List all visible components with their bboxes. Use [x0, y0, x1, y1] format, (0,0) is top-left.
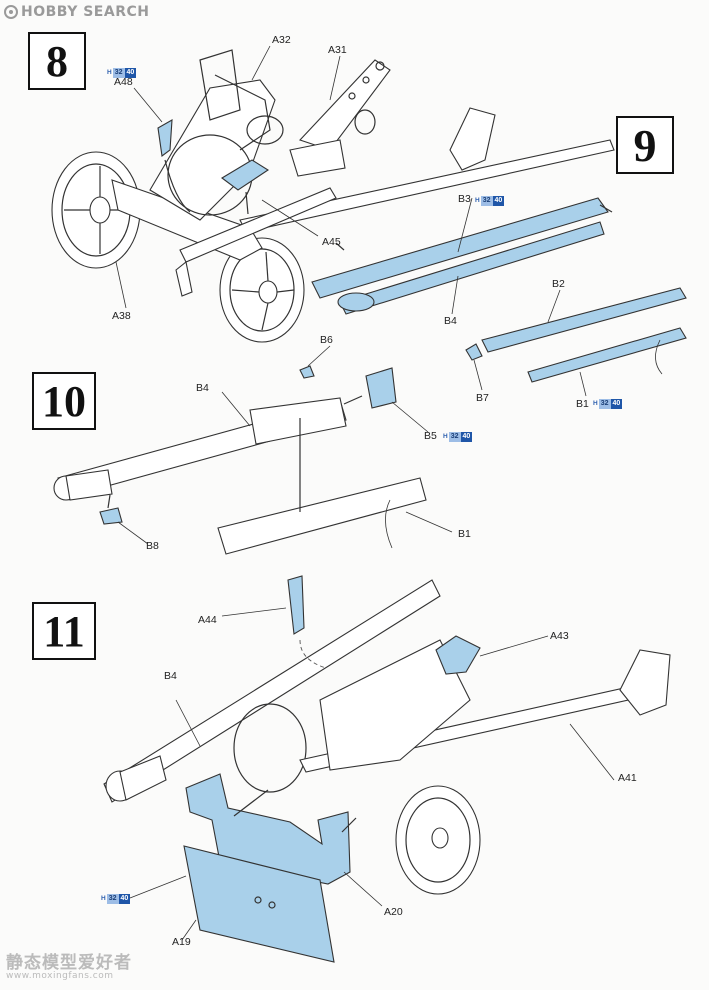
brand-text: HOBBY SEARCH [21, 4, 150, 20]
wheel-left-step8 [51, 151, 141, 269]
label-b2: B2 [552, 278, 565, 290]
step-9-drawing [311, 197, 687, 383]
label-a32: A32 [272, 34, 291, 46]
part-a43 [435, 635, 481, 675]
part-a45 [221, 159, 270, 191]
paint-ref-a48: H 32 40 [107, 67, 137, 78]
label-a19: A19 [172, 936, 191, 948]
part-b6 [299, 365, 315, 379]
step-number-10: 10 [32, 372, 96, 430]
watermark-text: 静态模型爱好者 [6, 953, 132, 973]
label-b4-step11: B4 [164, 670, 177, 682]
paint-ref-b3: H 32 40 [475, 195, 505, 206]
part-b4-step9 [339, 221, 605, 315]
cradle-b1-step10 [217, 477, 427, 555]
part-b1-step9 [527, 327, 687, 383]
wheel-right-step8 [219, 237, 305, 343]
step-11-drawing [103, 575, 671, 963]
watermark-url: www.moxingfans.com [6, 971, 114, 981]
step-number-11: 11 [32, 602, 96, 660]
part-b3 [311, 197, 609, 299]
watermark: 静态模型爱好者 www.moxingfans.com [6, 948, 206, 981]
label-a48: A48 [114, 76, 133, 88]
label-b1-step9: B1 [576, 398, 589, 410]
part-a48 [157, 119, 173, 157]
part-a44 [287, 575, 305, 635]
paint-ref-b5: H 32 40 [443, 431, 473, 442]
label-b3: B3 [458, 193, 471, 205]
step-number-8: 8 [28, 32, 86, 90]
label-b8: B8 [146, 540, 159, 552]
part-a19 [183, 845, 335, 963]
label-b5: B5 [424, 430, 437, 442]
label-b6: B6 [320, 334, 333, 346]
brand-header: HOBBY SEARCH [4, 3, 149, 21]
leader-lines [115, 45, 615, 941]
label-a43: A43 [550, 630, 569, 642]
label-a45: A45 [322, 236, 341, 248]
part-b5 [365, 367, 397, 409]
part-b8 [99, 507, 123, 525]
label-a41: A41 [618, 772, 637, 784]
label-b1-step10: B1 [458, 528, 471, 540]
label-a31: A31 [328, 44, 347, 56]
step-10-drawing [53, 365, 427, 555]
step-number-9: 9 [616, 116, 674, 174]
step-8-drawing [51, 49, 615, 343]
part-b2 [481, 287, 687, 353]
paint-ref-b1: H 32 40 [593, 398, 623, 409]
label-b4-step10: B4 [196, 382, 209, 394]
label-a38: A38 [112, 310, 131, 322]
label-b7: B7 [476, 392, 489, 404]
brand-logo-icon [4, 5, 18, 19]
label-a44: A44 [198, 614, 217, 626]
part-b7 [465, 343, 483, 361]
paint-ref-shield: H 32 40 [101, 893, 131, 904]
label-b4-step9: B4 [444, 315, 457, 327]
label-a20: A20 [384, 906, 403, 918]
